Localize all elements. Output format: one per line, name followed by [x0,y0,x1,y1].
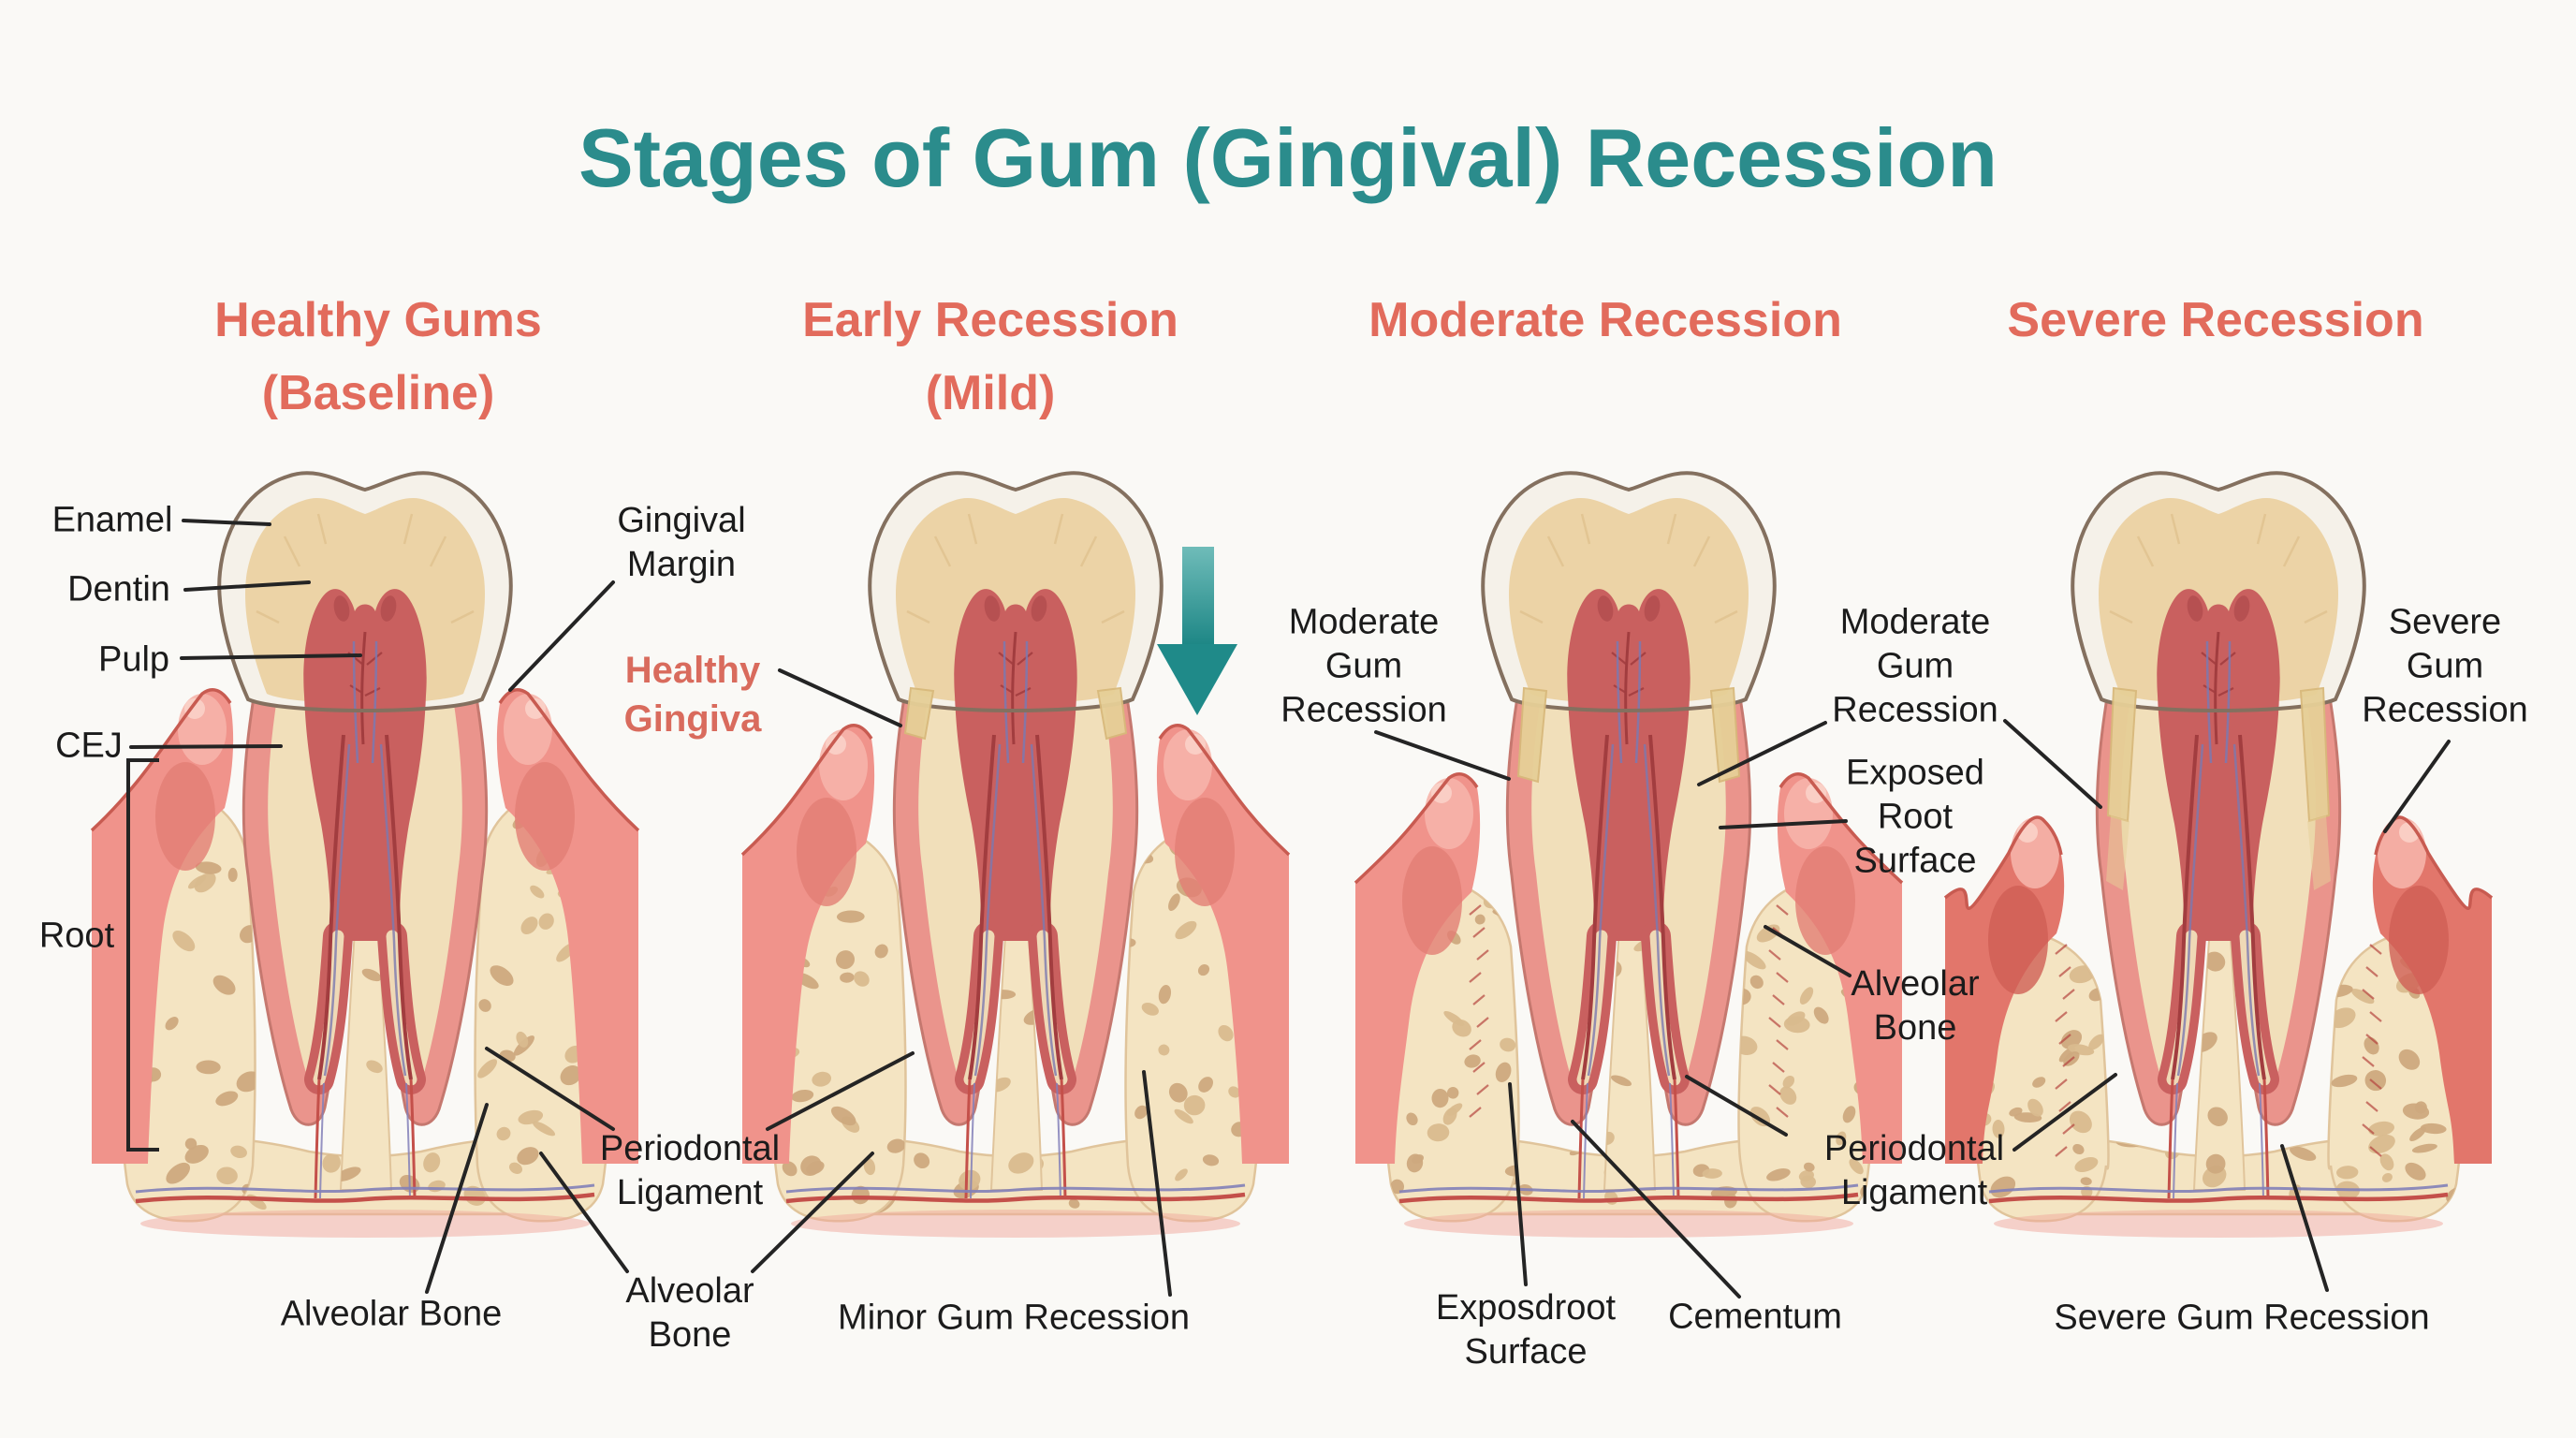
label-line: Recession [1832,690,1998,730]
label-line: Alveolar [1851,964,1980,1004]
label-line: Gingival [617,501,746,540]
label-root: Root [39,915,114,959]
label-line: Bone [1873,1008,1957,1048]
label-line: Dentin [67,569,170,609]
stage-header-moderate: Moderate Recession [1368,284,1842,357]
label-line: Gum [1876,646,1954,686]
label-line: Periodontal [1823,1129,2005,1168]
page-title: Stages of Gum (Gingival) Recession [578,111,1998,204]
label-line: CEJ [55,726,123,766]
stage-header-line1: Early Recession [802,293,1178,347]
label-line: Enamel [51,500,173,540]
gum-left [1354,772,1489,1164]
label-line: Alveolar [625,1271,754,1311]
pulp-and-canals [1567,589,1690,1094]
label-line: Periodontal [599,1129,781,1168]
label-cej: CEJ [55,725,123,769]
tooth-illustration-stage-2 [740,471,1291,1238]
label-severe-gum-recession-bottom: Severe Gum Recession [2054,1297,2429,1341]
exposed-root-surface [2106,686,2331,890]
pulp-and-canals [954,589,1077,1094]
label-line: Healthy [624,650,761,691]
label-line: Exposdroot [1435,1288,1617,1328]
stage-header-severe: Severe Recession [2007,284,2423,357]
label-line: Root [38,916,115,956]
label-line: Bone [648,1315,732,1355]
label-alveolar-bone-left: Alveolar Bone [281,1293,503,1337]
gum-left [1943,815,2075,1164]
stage-header-line1: Healthy Gums [214,293,542,347]
label-line: Severe Gum Recession [2054,1298,2430,1338]
label-line: Moderate [1288,602,1440,642]
label-line: Ligament [1840,1173,1988,1212]
label-minor-gum-recession: Minor Gum Recession [838,1297,1190,1341]
label-line: Exposed [1846,753,1984,793]
label-line: Pulp [97,639,170,680]
label-pulp: Pulp [98,638,169,682]
label-line: Gum [1325,646,1403,686]
tooth-illustration-stage-4 [1943,471,2494,1238]
stage-header-line2: (Mild) [925,366,1056,420]
label-line: Surface [1464,1332,1588,1372]
label-line: Severe [2388,602,2502,642]
label-line: Moderate [1839,602,1991,642]
label-dentin: Dentin [67,568,170,612]
stage-header-healthy: Healthy Gums (Baseline) [214,284,542,430]
interradicular-bone [2192,923,2247,1191]
label-line: Recession [1281,690,1447,730]
label-line: Cementum [1668,1297,1842,1337]
label-line: Root [1877,797,1954,837]
stage-header-line1: Severe Recession [2007,293,2424,347]
bone-speckles [2328,952,2467,1204]
label-line: Gingiva [623,698,762,740]
label-line: Ligament [616,1173,764,1212]
blood-vessels [1988,1078,2449,1238]
stage-header-line1: Moderate Recession [1368,293,1842,347]
label-enamel: Enamel [52,499,173,543]
stage-header-line2: (Baseline) [261,366,495,420]
pulp-and-canals [303,589,427,1094]
crown-outline [217,471,513,712]
stage-header-early: Early Recession (Mild) [802,284,1178,430]
label-line: Surface [1853,841,1977,881]
gum-right [496,688,640,1164]
label-line: Gum [2406,646,2484,686]
label-line: Margin [626,545,737,584]
label-line: Minor Gum Recession [838,1298,1190,1338]
label-line: Alveolar Bone [280,1294,503,1334]
pulp-and-canals [2157,589,2280,1094]
label-cementum: Cementum [1668,1296,1842,1340]
exposed-root-surface [903,686,1128,741]
gum-right [1156,724,1291,1164]
bone-speckles [2194,951,2228,1188]
label-line: Recession [2362,690,2528,730]
